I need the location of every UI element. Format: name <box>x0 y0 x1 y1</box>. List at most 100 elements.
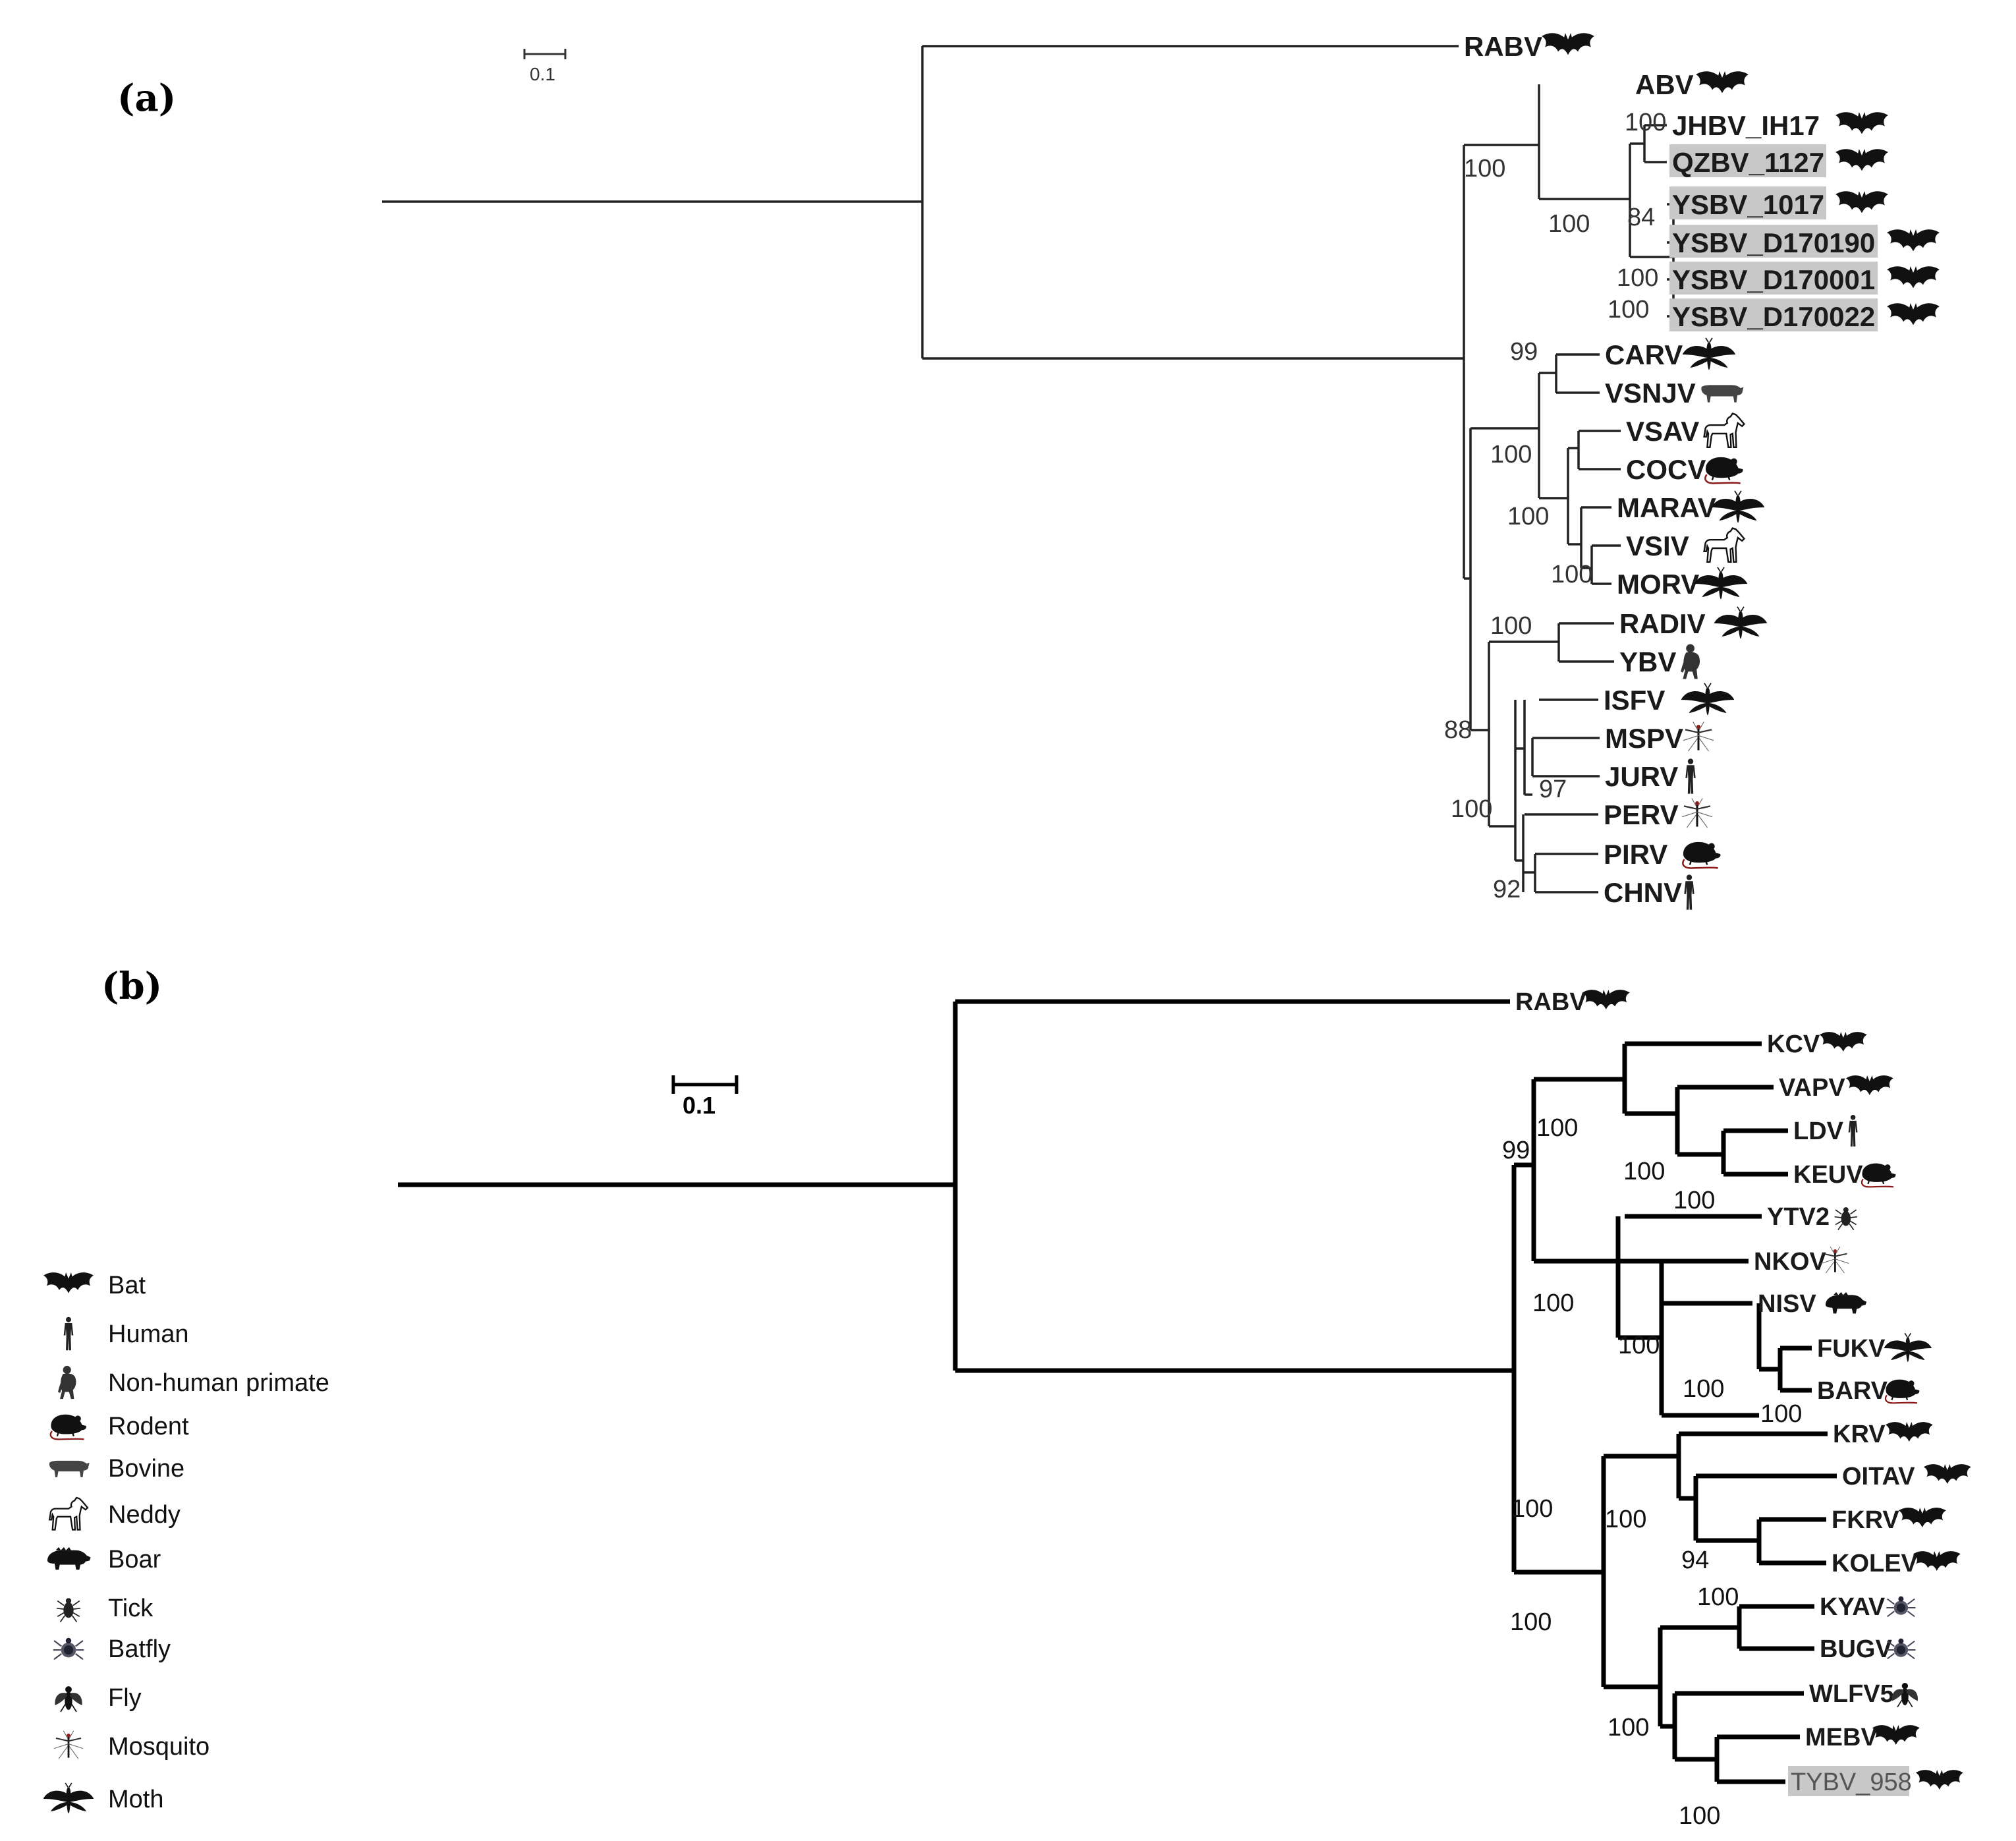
taxon-label: FKRV <box>1832 1506 1899 1534</box>
taxon-label: TYBV_958 <box>1791 1769 1912 1796</box>
taxon-label: VSIV <box>1626 530 1689 561</box>
tick-icon <box>56 1597 81 1623</box>
taxon-nisv: NISV <box>1758 1290 1867 1318</box>
taxon-jurv: JURV <box>1605 758 1696 794</box>
rodent-icon <box>1682 841 1722 869</box>
bat-icon <box>1923 1464 1971 1484</box>
taxon-label: NISV <box>1758 1290 1816 1318</box>
scale-bar-label: 0.1 <box>530 64 555 84</box>
taxon-ysbv_d170190: YSBV_D170190 <box>1669 225 1940 258</box>
batfly-icon <box>1886 1595 1917 1618</box>
support-value: 100 <box>1683 1375 1724 1403</box>
bat-icon <box>1835 112 1888 134</box>
taxon-label: JHBV_IH17 <box>1672 110 1820 141</box>
taxon-label: QZBV_1127 <box>1672 147 1824 178</box>
legend-label: Bovine <box>108 1455 184 1483</box>
neddy-icon <box>1703 412 1745 449</box>
panel-a: (a)0.1RABVABVJHBV_IH17QZBV_1127YSBV_1017… <box>117 31 1940 910</box>
support-value: 100 <box>1548 210 1590 238</box>
taxon-label: MSPV <box>1605 723 1683 754</box>
legend-item-neddy: Neddy <box>48 1496 181 1531</box>
support-value: 100 <box>1625 109 1666 136</box>
taxon-radiv: RADIV <box>1619 606 1768 640</box>
bat-icon <box>1845 1075 1893 1095</box>
taxon-morv: MORV <box>1617 567 1749 600</box>
taxon-label: YBV <box>1619 646 1676 677</box>
bat-icon <box>1835 149 1888 171</box>
taxon-cocv: COCV <box>1626 454 1744 485</box>
taxon-label: YTV2 <box>1767 1203 1830 1231</box>
legend-item-boar: Boar <box>47 1546 161 1573</box>
bat-icon <box>1885 1422 1933 1442</box>
taxon-perv: PERV <box>1604 797 1714 830</box>
fly-icon <box>54 1685 83 1713</box>
taxon-label: YSBV_D170022 <box>1672 301 1875 332</box>
support-value: 100 <box>1679 1802 1720 1830</box>
taxon-ytv2: YTV2 <box>1767 1203 1858 1231</box>
taxon-label: MORV <box>1617 569 1699 600</box>
mosquito-icon <box>53 1730 84 1760</box>
bat-icon <box>1915 1770 1963 1790</box>
taxon-label: YSBV_D170001 <box>1672 264 1875 295</box>
taxon-label: RADIV <box>1619 608 1706 639</box>
legend-item-batfly: Batfly <box>52 1635 171 1663</box>
taxon-oitav: OITAV <box>1842 1463 1971 1490</box>
support-value: 100 <box>1697 1583 1739 1611</box>
highlight-box <box>1669 225 1878 258</box>
bovine-icon <box>1701 385 1744 403</box>
bat-icon <box>1898 1508 1946 1527</box>
taxon-abv: ABV <box>1635 69 1749 100</box>
boar-icon <box>1825 1291 1867 1314</box>
boar-icon <box>47 1547 91 1570</box>
taxon-vapv: VAPV <box>1779 1074 1893 1102</box>
taxon-vsav: VSAV <box>1626 412 1745 449</box>
taxon-label: KCV <box>1767 1031 1820 1058</box>
bat-icon <box>1582 990 1630 1009</box>
taxon-label: KYAV <box>1820 1593 1886 1621</box>
support-value: 100 <box>1490 612 1532 640</box>
panel-b: (b)0.1RABVKCVVAPVLDVKEUVYTV2NKOVNISVFUKV… <box>101 965 1971 1830</box>
taxon-krv: KRV <box>1833 1421 1933 1448</box>
human-icon <box>63 1317 74 1351</box>
rodent-icon <box>1861 1162 1897 1188</box>
support-value: 100 <box>1617 264 1658 292</box>
non-human-primate-icon <box>58 1365 76 1400</box>
bat-icon <box>1887 303 1940 326</box>
bat-icon <box>43 1272 94 1293</box>
human-icon <box>1685 758 1696 794</box>
moth-icon <box>1681 337 1737 371</box>
tick-icon <box>1834 1206 1858 1231</box>
taxon-label: YSBV_D170190 <box>1672 227 1875 258</box>
moth-icon <box>42 1782 95 1815</box>
highlight-box <box>1669 298 1878 331</box>
taxon-ysbv_d170022: YSBV_D170022 <box>1669 298 1940 332</box>
bat-icon <box>1913 1551 1961 1571</box>
legend-label: Non-human primate <box>108 1369 329 1397</box>
bat-icon <box>1819 1032 1867 1052</box>
taxon-label: KEUV <box>1793 1161 1863 1189</box>
taxon-label: VSNJV <box>1605 378 1696 409</box>
taxon-nkov: NKOV <box>1754 1245 1850 1276</box>
taxon-keuv: KEUV <box>1793 1161 1897 1189</box>
support-value: 100 <box>1507 503 1549 530</box>
support-value: 100 <box>1532 1289 1574 1317</box>
legend-label: Bat <box>108 1272 146 1299</box>
taxon-vsnjv: VSNJV <box>1605 378 1744 409</box>
legend-item-bat: Bat <box>43 1272 146 1299</box>
legend-item-bovine: Bovine <box>49 1455 184 1483</box>
taxon-label: WLFV5 <box>1809 1680 1894 1708</box>
moth-icon <box>1713 606 1768 640</box>
taxon-carv: CARV <box>1605 337 1737 371</box>
support-value: 100 <box>1490 441 1532 468</box>
taxon-kolev: KOLEV <box>1832 1550 1961 1577</box>
bat-icon <box>1887 266 1940 289</box>
taxon-ybv: YBV <box>1619 644 1700 679</box>
fly-icon <box>1891 1682 1918 1708</box>
taxon-wlfv5: WLFV5 <box>1809 1680 1918 1708</box>
legend-label: Fly <box>108 1684 142 1712</box>
taxon-label: ABV <box>1635 69 1694 100</box>
bat-icon <box>1835 191 1888 213</box>
legend-label: Boar <box>108 1546 161 1573</box>
legend-item-tick: Tick <box>56 1595 154 1623</box>
